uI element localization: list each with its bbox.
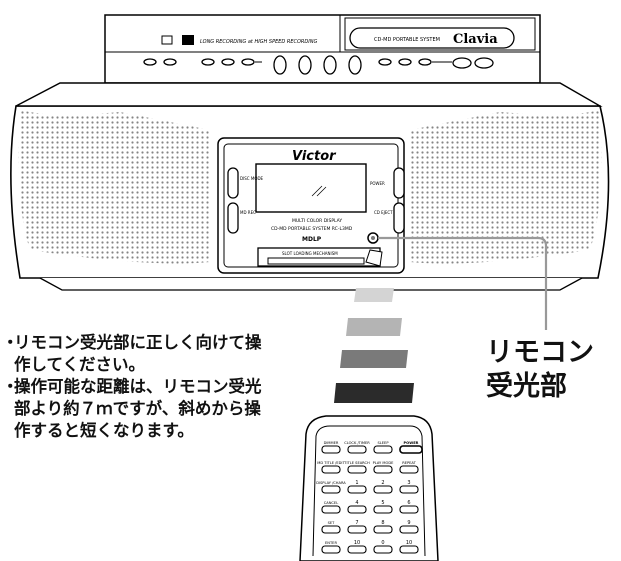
display-text-1: MULTI COLOR DISPLAY — [292, 218, 342, 224]
remote-key-label: 0 — [381, 540, 384, 546]
remote-key-label: SET — [328, 521, 336, 525]
remote-key-label: PLAY MODE — [373, 461, 394, 465]
remote-key-label: 3 — [407, 480, 410, 486]
remote-key — [321, 485, 341, 494]
main-body: Victor MULTI COLOR DISPLAY CD-MD PORTABL… — [10, 82, 610, 291]
top-deck: CD-MD PORTABLE SYSTEM Clavia LONG RECORD… — [104, 14, 541, 84]
feature-text: LONG RECORDING at HIGH SPEED RECORDING — [200, 39, 317, 45]
note-item: ・ 操作可能な距離は、リモコン受光部より約７ｍですが、斜めから操作すると短くなり… — [2, 376, 270, 442]
remote-key — [321, 445, 341, 454]
remote-key-label: DISPLAY /CHARA — [316, 481, 346, 485]
remote-key-label: 2 — [381, 480, 384, 486]
remote-key-label: POWER — [404, 441, 419, 445]
brand-name: Clavia — [453, 32, 498, 47]
remote-key-label: 10 — [406, 540, 412, 546]
remote-key — [347, 505, 367, 514]
remote-key — [373, 525, 393, 534]
remote-key-label: DIMMER — [324, 441, 339, 445]
usage-notes: ・ リモコン受光部に正しく向けて操作してください。 ・ 操作可能な距離は、リモコ… — [2, 332, 270, 442]
remote-key — [347, 525, 367, 534]
model-label: CD-MD PORTABLE SYSTEM — [374, 37, 440, 43]
remote-key-label: 7 — [355, 520, 358, 526]
remote-keypad: DIMMER CLOCK /TIMER SLEEP POWER MD TITLE /ED… — [316, 441, 423, 554]
mechanism-label: SLOT LOADING MECHANISM — [282, 251, 338, 256]
remote-key-label: CANCEL — [324, 501, 338, 505]
remote-key — [321, 465, 341, 474]
remote-key-label: 5 — [381, 500, 384, 506]
callout-line-2: 受光部 — [486, 371, 567, 402]
remote-key — [347, 545, 367, 554]
compact-disc-logo — [161, 35, 173, 45]
remote-key-label: 10 — [354, 540, 360, 546]
remote-key — [373, 465, 393, 474]
remote-key — [347, 445, 367, 454]
remote-key — [399, 545, 419, 554]
remote-key — [321, 545, 341, 554]
mdlp-label: MDLP — [302, 236, 322, 243]
cd-eject-button — [393, 202, 405, 234]
note-item: ・ リモコン受光部に正しく向けて操作してください。 — [2, 332, 270, 376]
callout-line-1: リモコン — [486, 337, 594, 368]
right-speaker-grille — [410, 110, 602, 264]
remote-key-label: 9 — [407, 520, 410, 526]
remote-key — [347, 485, 367, 494]
remote-key-label: TITLE SEARCH — [343, 461, 370, 465]
md-logo — [182, 35, 194, 45]
left-btn-2-label: MD REC — [240, 210, 256, 215]
remote-key-label: 8 — [381, 520, 384, 526]
lcd-display — [255, 163, 367, 213]
remote-key-label: 1 — [355, 480, 358, 486]
remote-key — [399, 465, 419, 474]
disc-mode-button — [227, 167, 239, 199]
maker-logo: Victor — [292, 149, 337, 164]
remote-key — [399, 505, 419, 514]
remote-key-label: CLOCK /TIMER — [344, 441, 370, 445]
remote-key — [373, 485, 393, 494]
note-text: リモコン受光部に正しく向けて操作してください。 — [14, 333, 262, 374]
left-speaker-grille — [18, 110, 211, 264]
remote-key — [321, 505, 341, 514]
ir-beam — [334, 288, 414, 403]
remote-key-label: MD TITLE /EDIT — [317, 461, 345, 465]
right-btn-1-label: POWER — [370, 181, 385, 186]
remote-key-label: ENTER — [325, 541, 337, 545]
callout-line — [378, 236, 548, 330]
remote-key-label: 4 — [355, 500, 358, 506]
bullet-mark: ・ — [2, 377, 19, 396]
remote-key — [373, 545, 393, 554]
remote-sensor-callout: リモコン 受光部 — [486, 336, 594, 404]
right-btn-2-label: CD EJECT — [374, 210, 393, 215]
remote-key — [399, 525, 419, 534]
remote-key-label: 6 — [407, 500, 410, 506]
remote-key-label: SLEEP — [378, 441, 390, 445]
remote-key-label: REPEAT — [402, 461, 416, 465]
remote-key — [321, 525, 341, 534]
note-text: 操作可能な距離は、リモコン受光部より約７ｍですが、斜めから操作すると短くなります… — [14, 377, 262, 440]
top-buttons — [143, 55, 494, 75]
md-rec-button — [227, 202, 239, 234]
remote-key — [347, 465, 367, 474]
bullet-mark: ・ — [2, 333, 19, 352]
display-text-2: CD-MD PORTABLE SYSTEM RC-L3MD — [271, 226, 353, 232]
left-btn-1-label: DISC MODE — [240, 176, 264, 181]
remote-key — [399, 485, 419, 494]
remote-key — [373, 505, 393, 514]
power-button — [393, 167, 405, 199]
remote-key — [373, 445, 393, 454]
remote-key — [399, 445, 423, 454]
